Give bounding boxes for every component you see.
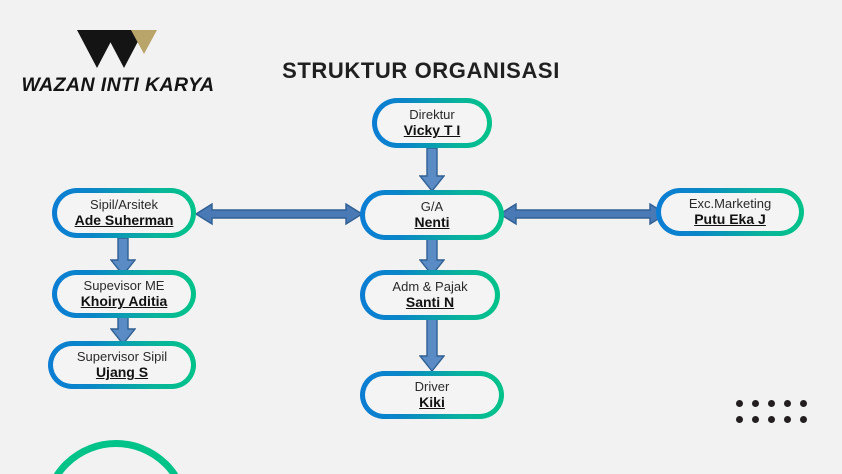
node-supervisor-sipil-role: Supervisor Sipil [76,348,168,364]
node-exc-marketing-inner: Exc.Marketing Putu Eka J [661,193,799,231]
dot [768,416,775,423]
logo-triangle-right-gold [131,30,157,54]
green-circle-arc [42,440,190,474]
edge-ga-to-marketing [500,201,666,227]
node-direktur-inner: Direktur Vicky T I [377,103,487,143]
dot [800,400,807,407]
node-ga-role: G/A [420,198,444,214]
node-direktur[interactable]: Direktur Vicky T I [372,98,492,148]
node-supervisor-sipil[interactable]: Supervisor Sipil Ujang S [48,341,196,389]
node-adm-pajak[interactable]: Adm & Pajak Santi N [360,270,500,320]
node-supervisor-me-role: Supevisor ME [83,277,165,293]
dot [752,416,759,423]
node-supervisor-sipil-inner: Supervisor Sipil Ujang S [53,346,191,384]
edge-sipil-to-supervisor-me [110,238,136,276]
dot [736,400,743,407]
node-ga-inner: G/A Nenti [365,195,499,235]
node-direktur-person: Vicky T I [403,122,461,139]
edge-adm-pajak-to-driver [419,318,445,372]
node-sipil-arsitek[interactable]: Sipil/Arsitek Ade Suherman [52,188,196,238]
node-driver-inner: Driver Kiki [365,376,499,414]
node-adm-pajak-inner: Adm & Pajak Santi N [365,275,495,315]
dot [752,400,759,407]
dot [800,416,807,423]
node-sipil-arsitek-role: Sipil/Arsitek [90,196,158,212]
node-exc-marketing-role: Exc.Marketing [688,195,772,211]
dot [784,416,791,423]
page-title: STRUKTUR ORGANISASI [282,58,560,83]
edge-direktur-to-ga [419,148,445,192]
node-ga-person: Nenti [414,214,450,231]
node-exc-marketing[interactable]: Exc.Marketing Putu Eka J [656,188,804,236]
node-adm-pajak-person: Santi N [405,294,455,311]
node-supervisor-me-inner: Supevisor ME Khoiry Aditia [57,275,191,313]
dot [736,416,743,423]
dot-grid [736,400,816,432]
node-sipil-arsitek-inner: Sipil/Arsitek Ade Suherman [57,193,191,233]
edge-ga-to-adm-pajak [419,236,445,276]
node-supervisor-sipil-person: Ujang S [95,364,149,381]
company-logo: WAZAN INTI KARYA [18,24,218,97]
node-driver-role: Driver [414,378,450,394]
dot [768,400,775,407]
node-ga[interactable]: G/A Nenti [360,190,504,240]
dot [784,400,791,407]
node-adm-pajak-role: Adm & Pajak [392,278,468,294]
node-sipil-arsitek-person: Ade Suherman [74,212,174,229]
company-name: WAZAN INTI KARYA [21,74,215,96]
node-driver[interactable]: Driver Kiki [360,371,504,419]
node-exc-marketing-person: Putu Eka J [694,211,766,228]
node-supervisor-me-person: Khoiry Aditia [80,293,168,310]
node-driver-person: Kiki [419,394,445,411]
node-direktur-role: Direktur [409,106,455,122]
node-supervisor-me[interactable]: Supevisor ME Khoiry Aditia [52,270,196,318]
wazan-w-triangles-logo-icon [77,24,159,68]
edge-sipil-to-ga [196,201,362,227]
